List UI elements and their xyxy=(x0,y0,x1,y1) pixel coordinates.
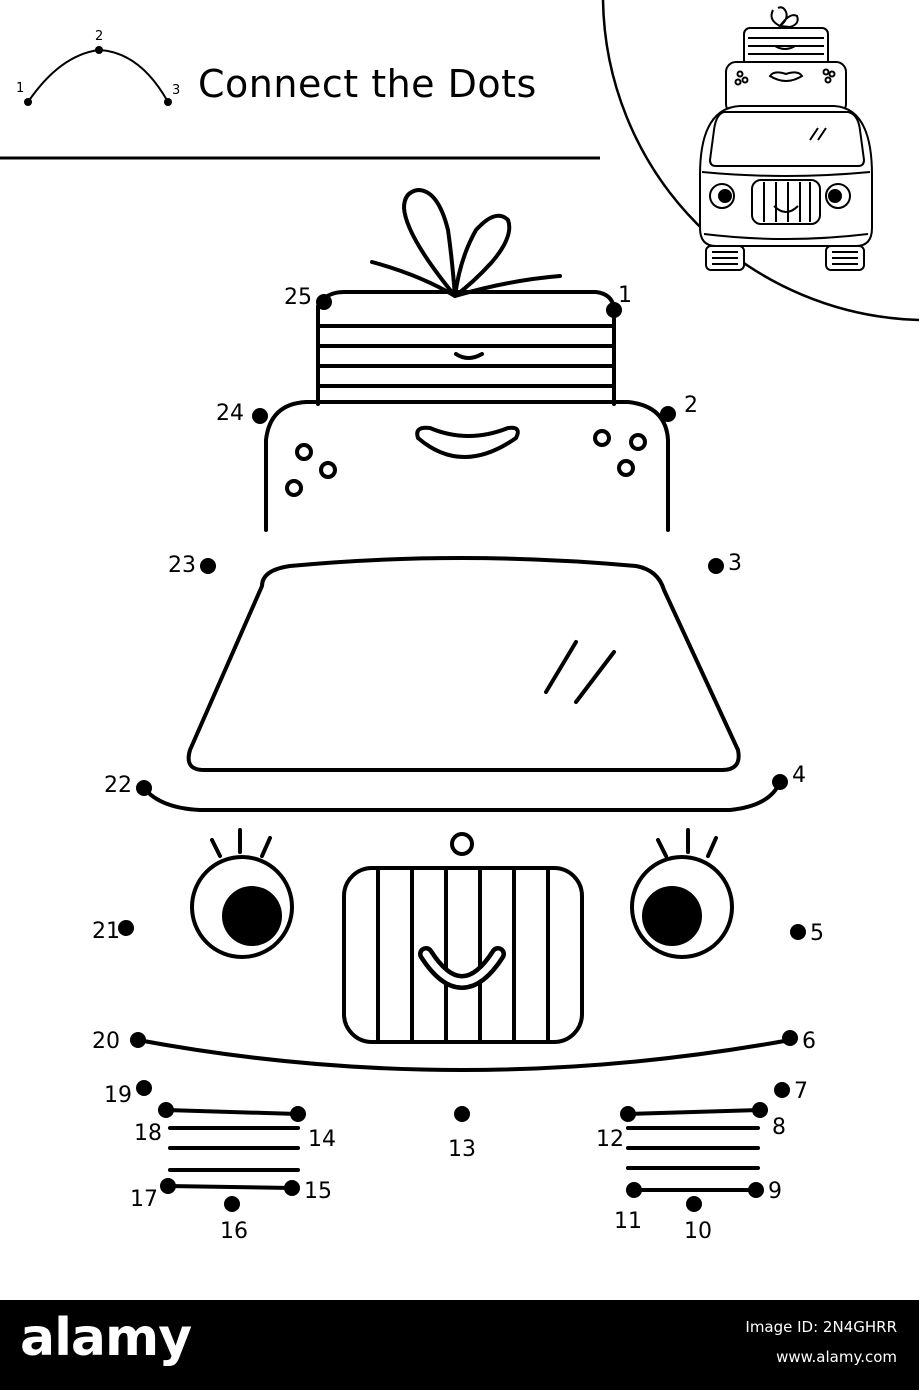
dot-label-3: 3 xyxy=(728,551,742,576)
car-illustration: 1 2 3 xyxy=(0,0,919,1244)
windshield xyxy=(186,556,741,772)
alamy-logo: alamy xyxy=(20,1308,192,1368)
left-eye xyxy=(190,855,294,959)
worksheet: 1 2 3 xyxy=(0,0,919,1244)
dot-19 xyxy=(136,1080,152,1096)
dot-label-20: 20 xyxy=(92,1029,120,1054)
dot-14 xyxy=(290,1106,306,1122)
dot-label-14: 14 xyxy=(308,1127,336,1152)
dot-label-9: 9 xyxy=(768,1179,782,1204)
dot-24 xyxy=(252,408,268,424)
dot-markers: 1234567891011121314151617181920212223242… xyxy=(92,283,824,1244)
dot-8 xyxy=(752,1102,768,1118)
example-label-2: 2 xyxy=(95,29,103,44)
dot-11 xyxy=(626,1182,642,1198)
watermark-footer: alamy Image ID: 2N4GHRR www.alamy.com xyxy=(0,1300,919,1390)
dot-label-13: 13 xyxy=(448,1137,476,1162)
left-pupil xyxy=(222,886,282,946)
dot-label-2: 2 xyxy=(684,393,698,418)
dot-13 xyxy=(454,1106,470,1122)
dot-21 xyxy=(118,920,134,936)
dot-label-24: 24 xyxy=(216,401,244,426)
dot-20 xyxy=(130,1032,146,1048)
dot-3 xyxy=(708,558,724,574)
car-outline xyxy=(136,188,792,1192)
dot-label-10: 10 xyxy=(684,1219,712,1244)
dot-7 xyxy=(774,1082,790,1098)
preview-car xyxy=(699,6,873,271)
dot-label-12: 12 xyxy=(596,1127,624,1152)
dot-9 xyxy=(748,1182,764,1198)
bumper-line xyxy=(136,1038,792,1072)
dot-16 xyxy=(224,1196,240,1212)
dot-1 xyxy=(606,302,622,318)
dot-4 xyxy=(772,774,788,790)
dot-label-15: 15 xyxy=(304,1179,332,1204)
right-pupil xyxy=(642,886,702,946)
dot-22 xyxy=(136,780,152,796)
hood-line xyxy=(142,780,782,812)
dot-15 xyxy=(284,1180,300,1196)
dot-label-4: 4 xyxy=(792,763,806,788)
grille xyxy=(342,866,584,1044)
dot-5 xyxy=(790,924,806,940)
dot-label-5: 5 xyxy=(810,921,824,946)
dot-label-21: 21 xyxy=(92,919,120,944)
dot-label-19: 19 xyxy=(104,1083,132,1108)
right-eye xyxy=(630,855,734,959)
dot-label-6: 6 xyxy=(802,1029,816,1054)
roof-smile xyxy=(415,425,520,459)
dot-25 xyxy=(316,294,332,310)
example-arc: 1 2 3 xyxy=(16,29,180,106)
dot-label-18: 18 xyxy=(134,1121,162,1146)
dot-2 xyxy=(660,406,676,422)
example-label-1: 1 xyxy=(16,81,24,96)
dot-label-23: 23 xyxy=(168,553,196,578)
dot-23 xyxy=(200,558,216,574)
dot-label-8: 8 xyxy=(772,1115,786,1140)
car-roof xyxy=(264,400,670,532)
example-label-3: 3 xyxy=(172,83,180,98)
dot-6 xyxy=(782,1030,798,1046)
dot-label-16: 16 xyxy=(220,1219,248,1244)
dot-17 xyxy=(160,1178,176,1194)
dot-label-17: 17 xyxy=(130,1187,158,1212)
dot-12 xyxy=(620,1106,636,1122)
dot-label-25: 25 xyxy=(284,285,312,310)
dot-label-7: 7 xyxy=(794,1079,808,1104)
dot-label-22: 22 xyxy=(104,773,132,798)
preview-circle xyxy=(601,0,919,322)
dot-10 xyxy=(686,1196,702,1212)
site-url: www.alamy.com xyxy=(776,1348,897,1366)
image-id: Image ID: 2N4GHRR xyxy=(745,1318,897,1336)
page-title: Connect the Dots xyxy=(198,62,537,106)
dot-18 xyxy=(158,1102,174,1118)
dot-label-11: 11 xyxy=(614,1209,642,1234)
dot-label-1: 1 xyxy=(618,283,632,308)
